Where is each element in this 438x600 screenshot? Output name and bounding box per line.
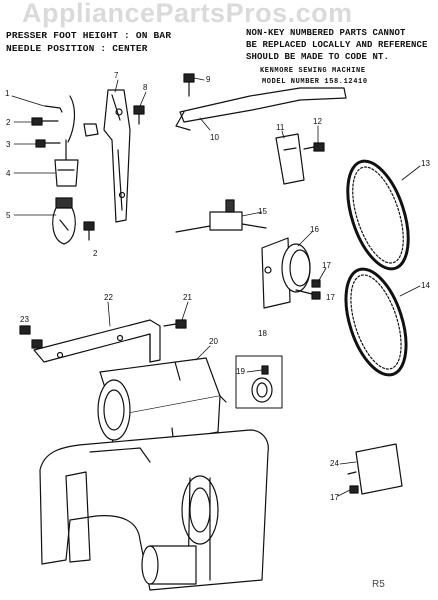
label-part-16: 16 bbox=[310, 225, 319, 234]
label-part-3: 3 bbox=[6, 140, 11, 149]
label-part-17b: 17 bbox=[326, 293, 335, 302]
label-part-4: 4 bbox=[6, 169, 11, 178]
label-part-5: 5 bbox=[6, 211, 11, 220]
label-part-8: 8 bbox=[143, 83, 148, 92]
label-part-15: 15 bbox=[258, 207, 267, 216]
label-part-22: 22 bbox=[104, 293, 113, 302]
part-5-bulb bbox=[52, 197, 76, 245]
label-part-2a: 2 bbox=[6, 118, 11, 127]
label-part-20: 20 bbox=[209, 337, 218, 346]
label-part-23: 23 bbox=[20, 315, 29, 324]
brand-label: KENMORE SEWING MACHINE bbox=[260, 67, 366, 75]
part-1-light-wire bbox=[44, 95, 76, 143]
label-part-1: 1 bbox=[5, 89, 10, 98]
part-4-lamp-socket bbox=[54, 139, 79, 187]
part-18-pulley-kit bbox=[235, 355, 283, 409]
label-part-14: 14 bbox=[421, 281, 430, 290]
label-part-13: 13 bbox=[421, 159, 430, 168]
screws-17 bbox=[311, 279, 321, 300]
part-24-capacitor bbox=[347, 443, 403, 495]
label-part-24: 24 bbox=[330, 459, 339, 468]
leader-lines bbox=[11, 77, 421, 497]
part-11-bracket bbox=[275, 133, 305, 185]
machine-head-outline bbox=[39, 429, 269, 591]
part-15-switch bbox=[175, 199, 267, 233]
label-part-17c: 17 bbox=[330, 493, 339, 502]
label-part-7: 7 bbox=[114, 71, 119, 80]
model-number: MODEL NUMBER 158.12410 bbox=[262, 78, 368, 86]
label-part-10: 10 bbox=[210, 133, 219, 142]
footer-code: R5 bbox=[372, 579, 385, 590]
screw-bracket-lower bbox=[83, 221, 95, 241]
label-part-21: 21 bbox=[183, 293, 192, 302]
part-20-motor bbox=[97, 357, 227, 453]
part-7-light-bracket bbox=[103, 89, 131, 223]
header-right-line1: NON-KEY NUMBERED PARTS CANNOT bbox=[246, 28, 406, 38]
part-10-lever bbox=[175, 87, 347, 131]
label-part-18: 18 bbox=[258, 329, 267, 338]
part-13-belt bbox=[346, 159, 410, 271]
part-16-pulley-assembly bbox=[261, 237, 321, 309]
part-number-labels: 1 2 3 4 5 7 8 2 9 10 11 12 13 14 15 16 1… bbox=[5, 71, 430, 502]
part-14-belt bbox=[344, 267, 408, 377]
header-left-line2: NEEDLE POSITION : CENTER bbox=[6, 43, 148, 54]
label-part-12: 12 bbox=[313, 117, 322, 126]
label-part-2b: 2 bbox=[93, 249, 98, 258]
label-part-17a: 17 bbox=[322, 261, 331, 270]
header-right-line2: BE REPLACED LOCALLY AND REFERENCE bbox=[246, 40, 428, 50]
header-left-line1: PRESSER FOOT HEIGHT : ON BAR bbox=[6, 30, 172, 41]
watermark: AppliancePartsPros.com bbox=[22, 0, 353, 28]
header-right-line3: SHOULD BE MADE TO CODE NT. bbox=[246, 52, 390, 62]
part-8-screw bbox=[133, 105, 145, 125]
part-23-screws bbox=[19, 325, 43, 349]
part-12-screw bbox=[303, 142, 325, 152]
wire-clip bbox=[83, 123, 99, 137]
label-part-9: 9 bbox=[206, 75, 211, 84]
screw-left bbox=[31, 117, 61, 148]
part-21-screw bbox=[163, 319, 187, 329]
label-part-11: 11 bbox=[276, 123, 285, 132]
part-9-screw bbox=[183, 73, 195, 97]
part-22-motor-bracket bbox=[33, 319, 161, 363]
label-part-19: 19 bbox=[236, 367, 245, 376]
